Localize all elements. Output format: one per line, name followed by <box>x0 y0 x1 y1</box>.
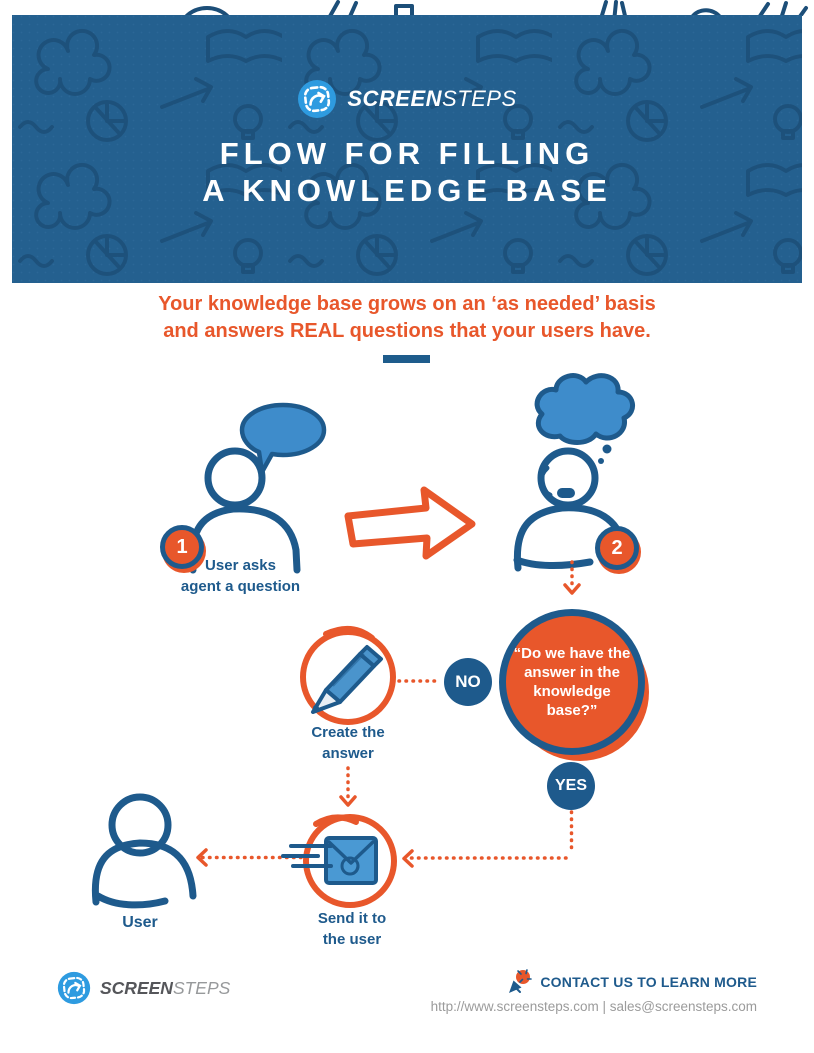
page-title: FLOW FOR FILLING A KNOWLEDGE BASE <box>12 135 802 209</box>
thought-cloud-icon <box>534 373 635 445</box>
footer-brand: SCREENSTEPS <box>57 971 230 1005</box>
agent-thinking-illustration <box>513 373 635 572</box>
footer-brand-text: SCREENSTEPS <box>100 978 230 999</box>
footer-links: http://www.screensteps.com | sales@scree… <box>430 999 757 1014</box>
divider-bar <box>383 355 430 363</box>
step-2-badge: 2 <box>595 526 639 570</box>
person-head <box>204 447 266 509</box>
user-illustration <box>91 793 197 909</box>
screensteps-logo-icon <box>298 80 337 118</box>
title-line-1: FLOW FOR FILLING <box>219 136 595 171</box>
agent-body <box>513 504 627 572</box>
brand-part2: STEPS <box>442 86 517 111</box>
header-brand: SCREENSTEPS <box>12 79 802 119</box>
brand-part1: SCREEN <box>100 977 173 998</box>
title-line-2: A KNOWLEDGE BASE <box>202 173 612 208</box>
header-brand-text: SCREENSTEPS <box>347 86 516 112</box>
create-answer-illustration <box>300 625 396 725</box>
pencil-icon <box>311 645 383 714</box>
speed-lines <box>281 844 333 868</box>
speech-bubble-icon <box>239 402 327 475</box>
headset-icon <box>538 465 553 498</box>
dotted-connectors <box>196 560 581 868</box>
send-to-user-label: Send it to the user <box>317 910 387 948</box>
send-answer-illustration <box>281 814 397 908</box>
contact-cta-label: CONTACT US TO LEARN MORE <box>540 974 757 990</box>
yes-badge: YES <box>547 762 595 810</box>
brand-part2: STEPS <box>172 977 231 998</box>
step-1-badge: 1 <box>160 525 204 569</box>
brand-part1: SCREEN <box>347 86 443 111</box>
user-body <box>91 839 197 909</box>
banner-doodle-fragments <box>183 0 808 16</box>
thought-dot <box>598 458 604 464</box>
flow-diagram <box>91 373 635 909</box>
person-asking-illustration <box>188 402 327 574</box>
user-head <box>108 793 172 857</box>
thought-dot <box>602 444 612 454</box>
user-label: User <box>122 914 158 931</box>
create-answer-label: Create the answer <box>311 724 385 762</box>
right-arrow-icon <box>344 486 476 560</box>
intro-text: Your knowledge base grows on an ‘as need… <box>0 291 814 345</box>
step-1-label: User asks agent a question <box>180 557 301 595</box>
envelope-icon <box>324 836 378 885</box>
intro-line-2: and answers REAL questions that your use… <box>163 320 651 342</box>
header-banner: SCREENSTEPS FLOW FOR FILLING A KNOWLEDGE… <box>12 15 802 283</box>
headset-mic <box>557 488 575 498</box>
doodle-pattern <box>12 15 802 283</box>
screensteps-logo-icon <box>57 971 91 1005</box>
footer-contact: CONTACT US TO LEARN MORE http://www.scre… <box>431 969 757 1014</box>
no-badge: NO <box>444 658 492 706</box>
cursor-click-icon <box>509 969 533 993</box>
decision-text: “Do we have the answer in the knowledge … <box>513 645 631 719</box>
intro-line-1: Your knowledge base grows on an ‘as need… <box>158 293 656 315</box>
decision-node: “Do we have the answer in the knowledge … <box>499 609 645 755</box>
